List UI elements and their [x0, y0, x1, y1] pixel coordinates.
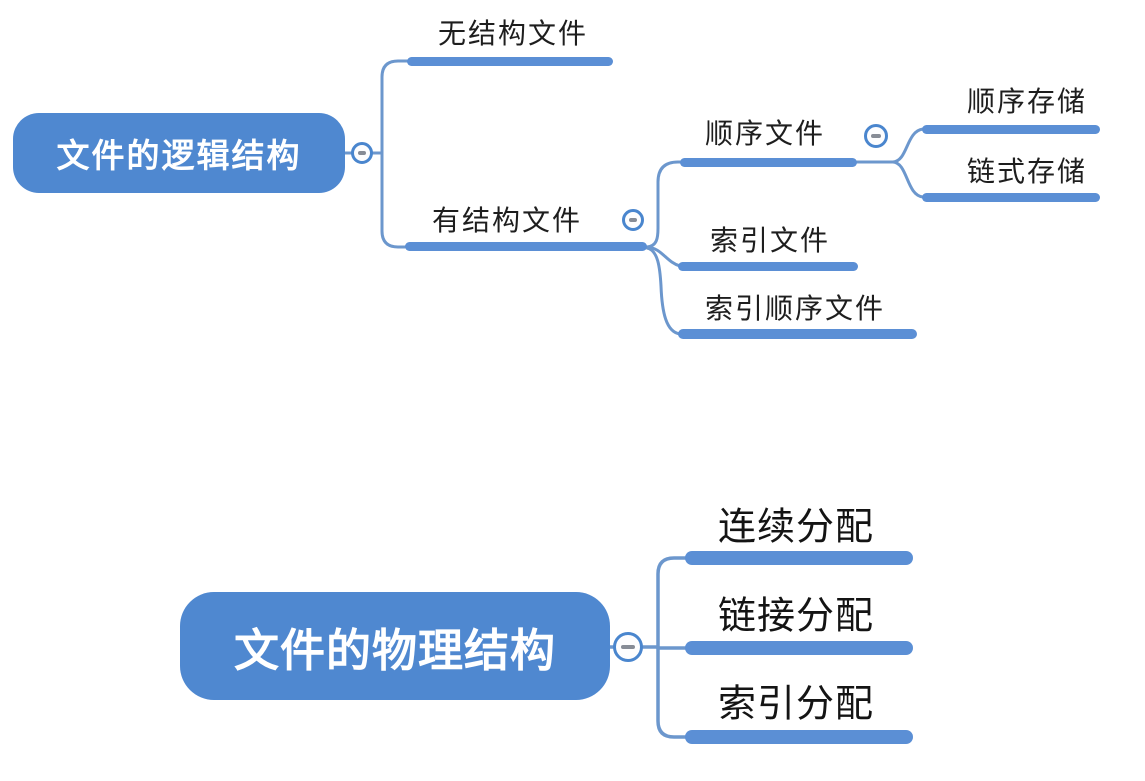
topic-sequential-storage[interactable]: 顺序存储	[966, 86, 1088, 117]
underline-index-allocation[interactable]	[685, 730, 913, 744]
topic-contiguous-allocation[interactable]: 连续分配	[717, 506, 875, 549]
underline-sequential-storage[interactable]	[922, 125, 1100, 134]
minus-icon	[621, 644, 635, 650]
branch-line	[891, 127, 925, 164]
minus-icon	[357, 151, 367, 155]
collapse-button-physical-root[interactable]	[613, 632, 643, 662]
topic-index-allocation[interactable]: 索引分配	[717, 683, 875, 726]
topic-sequential-file[interactable]: 顺序文件	[704, 118, 826, 149]
branch-line	[656, 646, 687, 739]
collapse-button-structured-file[interactable]	[622, 209, 644, 231]
topic-indexed-sequential-file[interactable]: 索引顺序文件	[704, 293, 886, 324]
root-node-physical-structure-label: 文件的物理结构	[233, 624, 556, 676]
branch-line	[645, 160, 683, 249]
collapse-button-sequential-file[interactable]	[864, 124, 888, 148]
collapse-button-logical-root[interactable]	[351, 142, 373, 164]
branch-line	[656, 556, 687, 650]
minus-icon	[871, 134, 881, 138]
root-node-logical-structure-label: 文件的逻辑结构	[56, 137, 302, 174]
minus-icon	[628, 218, 638, 222]
topic-linked-allocation[interactable]: 链接分配	[717, 595, 875, 638]
branch-line	[380, 151, 407, 249]
underline-sequential-file[interactable]	[680, 158, 857, 167]
root-node-logical-structure[interactable]: 文件的逻辑结构	[13, 113, 345, 193]
branch-line	[380, 59, 409, 155]
topic-structured-file[interactable]: 有结构文件	[431, 205, 583, 236]
topic-unstructured-file[interactable]: 无结构文件	[437, 18, 589, 49]
underline-index-file[interactable]	[678, 262, 858, 271]
branch-line	[891, 160, 925, 199]
topic-index-file[interactable]: 索引文件	[709, 225, 831, 256]
topic-linked-storage[interactable]: 链式存储	[966, 156, 1088, 187]
root-node-physical-structure[interactable]: 文件的物理结构	[180, 592, 610, 700]
underline-structured-file[interactable]	[405, 242, 647, 251]
underline-unstructured-file[interactable]	[407, 57, 613, 66]
underline-contiguous-allocation[interactable]	[685, 551, 913, 565]
branch-line	[645, 246, 682, 336]
underline-linked-storage[interactable]	[922, 193, 1100, 202]
underline-indexed-sequential-file[interactable]	[678, 329, 917, 339]
underline-linked-allocation[interactable]	[685, 641, 913, 655]
